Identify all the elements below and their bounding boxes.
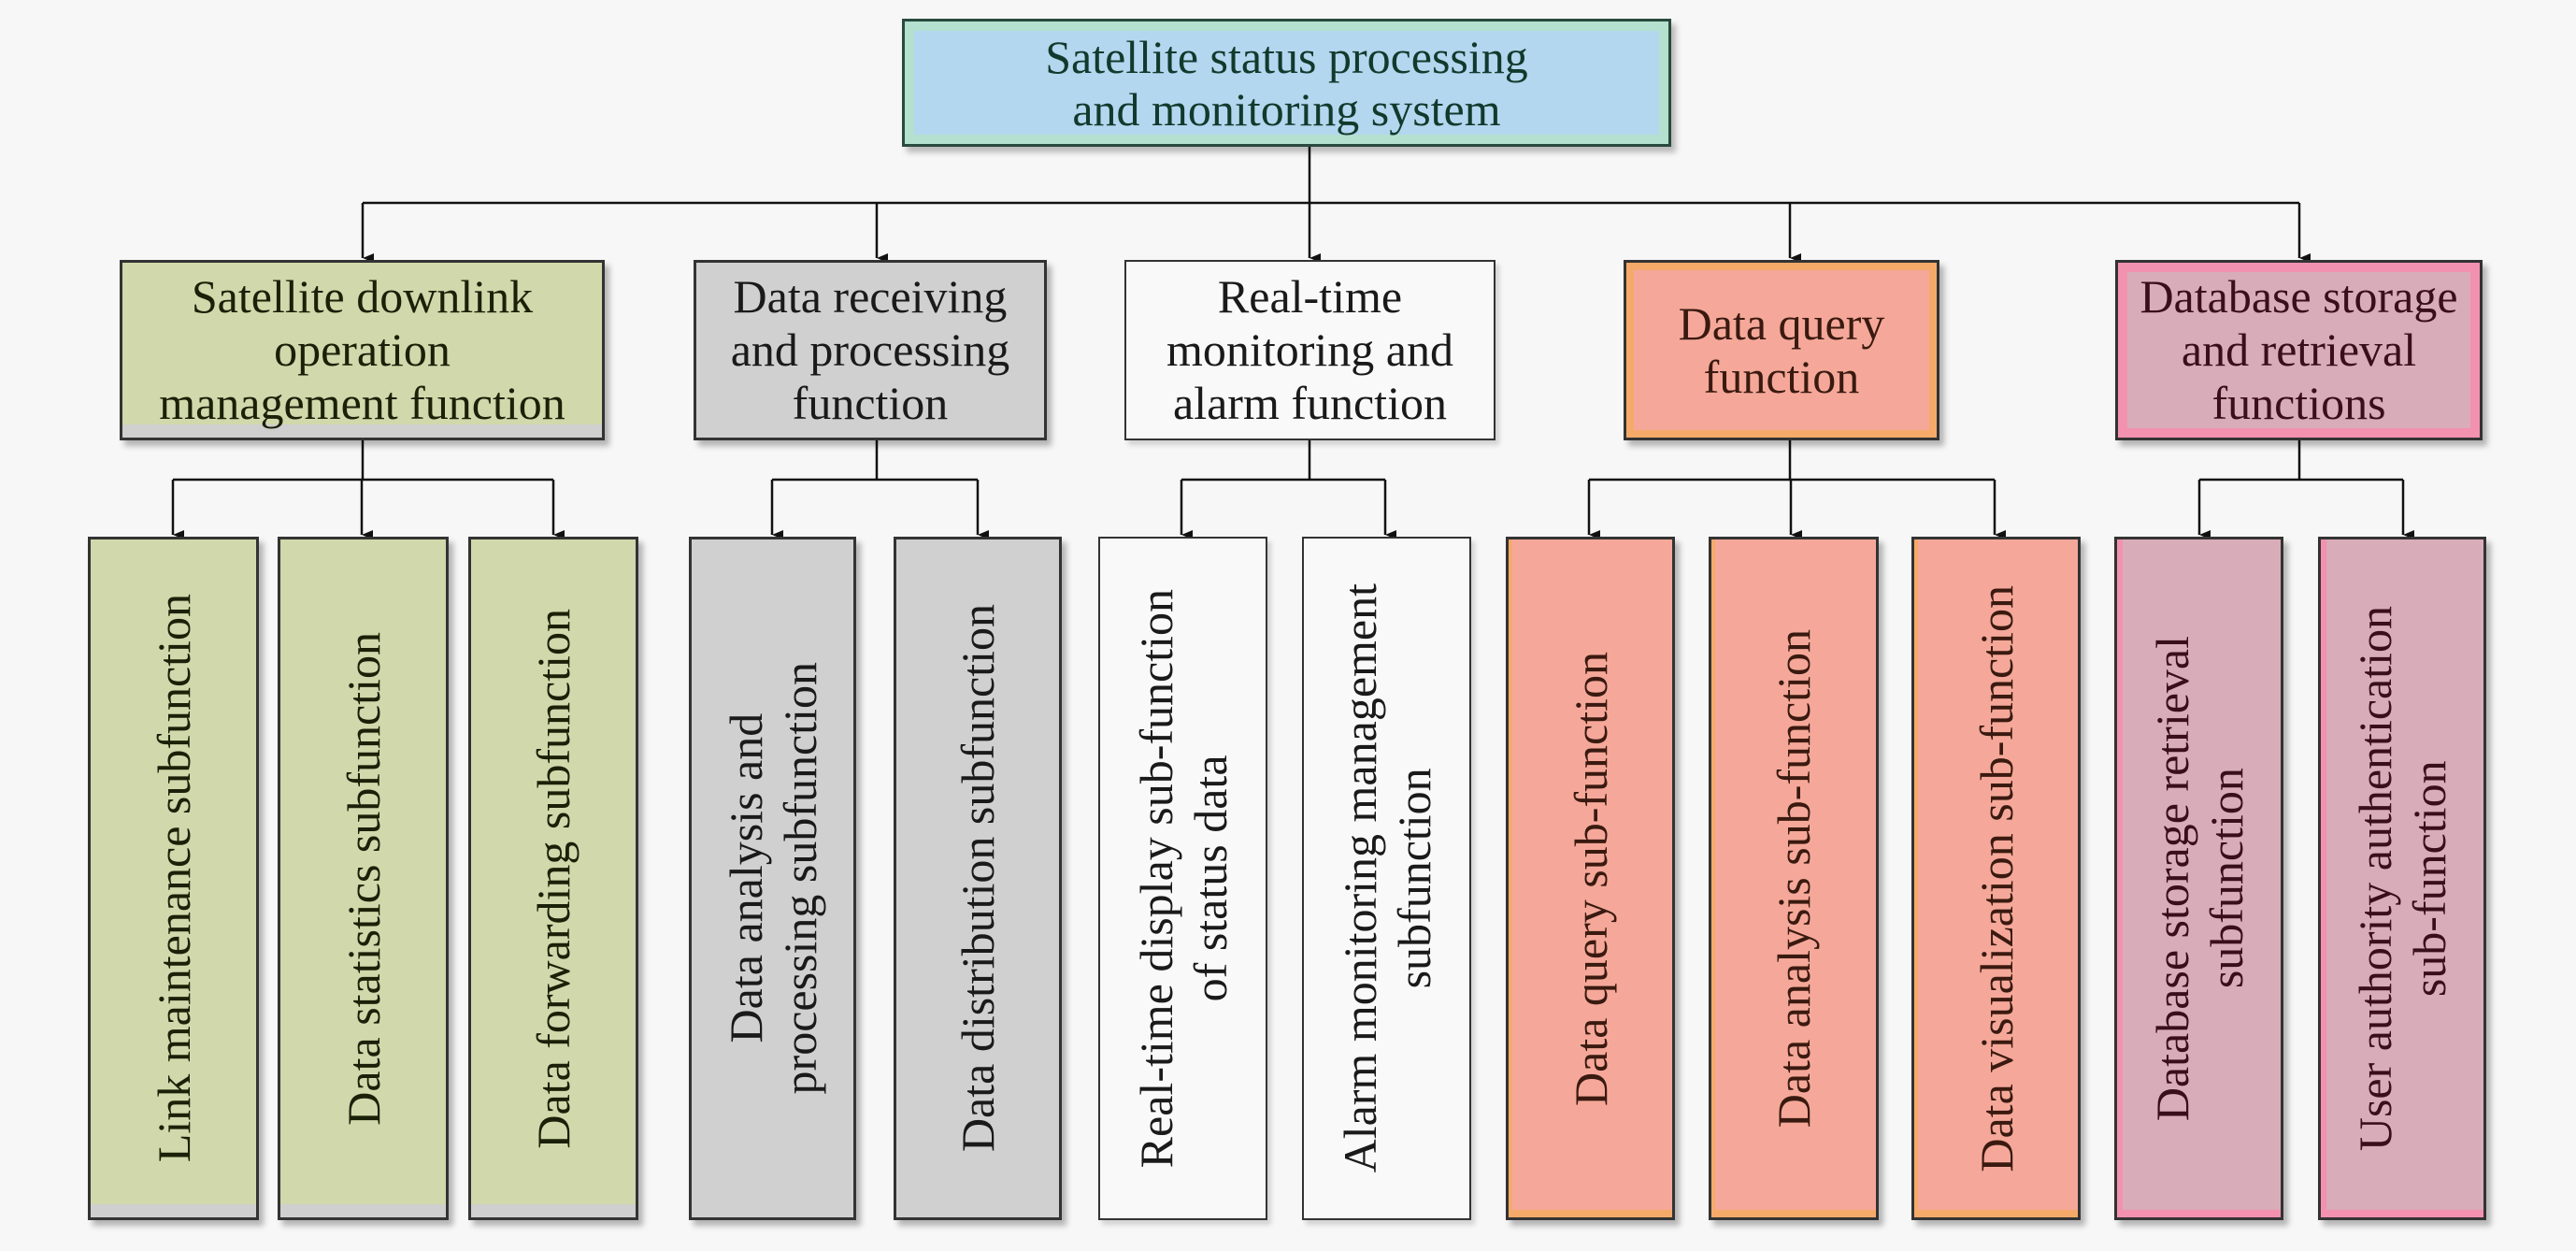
subfunction-box-data-forwarding: Data forwarding subfunction: [468, 537, 638, 1220]
subfunction-label: Alarm monitoring management subfunction: [1333, 583, 1440, 1173]
subfunction-box-database-retrieval: Database storage retrieval subfunction: [2114, 537, 2283, 1220]
subfunction-label: Data query sub-function: [1564, 651, 1617, 1106]
root-system-label: Satellite status processing and monitori…: [1045, 30, 1528, 136]
subfunction-label: Data forwarding subfunction: [527, 608, 580, 1149]
root-system-box: Satellite status processing and monitori…: [902, 19, 1671, 147]
function-box-data-receiving: Data receiving and processing function: [694, 260, 1047, 440]
function-label: Satellite downlink operation management …: [159, 270, 565, 429]
function-box-realtime-monitoring: Real-time monitoring and alarm function: [1124, 260, 1496, 440]
subfunction-label: Data statistics subfunction: [336, 631, 390, 1126]
subfunction-label: User authority authentication sub-functi…: [2349, 605, 2455, 1152]
subfunction-box-data-analysis-processing: Data analysis and processing subfunction: [689, 537, 856, 1220]
subfunction-box-alarm-monitoring: Alarm monitoring management subfunction: [1302, 537, 1471, 1220]
function-label: Database storage and retrieval functions: [2140, 270, 2458, 429]
function-label: Real-time monitoring and alarm function: [1166, 270, 1453, 429]
function-label: Data query function: [1678, 296, 1885, 403]
subfunction-box-data-visualization: Data visualization sub-function: [1911, 537, 2081, 1220]
subfunction-box-data-distribution: Data distribution subfunction: [894, 537, 1062, 1220]
function-box-database-storage: Database storage and retrieval functions: [2115, 260, 2483, 440]
subfunction-box-link-maintenance: Link maintenance subfunction: [88, 537, 259, 1220]
subfunction-label: Database storage retrieval subfunction: [2145, 635, 2253, 1122]
function-box-data-query: Data query function: [1624, 260, 1939, 440]
subfunction-label: Data visualization sub-function: [1969, 584, 2023, 1172]
subfunction-box-data-statistics: Data statistics subfunction: [278, 537, 449, 1220]
subfunction-box-data-analysis: Data analysis sub-function: [1709, 537, 1879, 1220]
subfunction-label: Data analysis sub-function: [1767, 628, 1820, 1129]
subfunction-label: Link maintenance subfunction: [147, 594, 200, 1163]
subfunction-box-user-authentication: User authority authentication sub-functi…: [2318, 537, 2486, 1220]
subfunction-box-data-query: Data query sub-function: [1506, 537, 1675, 1220]
function-label: Data receiving and processing function: [730, 270, 1010, 429]
subfunction-label: Data distribution subfunction: [952, 604, 1004, 1153]
function-box-downlink-management: Satellite downlink operation management …: [120, 260, 605, 440]
subfunction-label: Real-time display sub-function of status…: [1129, 588, 1237, 1169]
subfunction-box-realtime-display: Real-time display sub-function of status…: [1098, 537, 1267, 1220]
subfunction-label: Data analysis and processing subfunction: [719, 662, 826, 1095]
